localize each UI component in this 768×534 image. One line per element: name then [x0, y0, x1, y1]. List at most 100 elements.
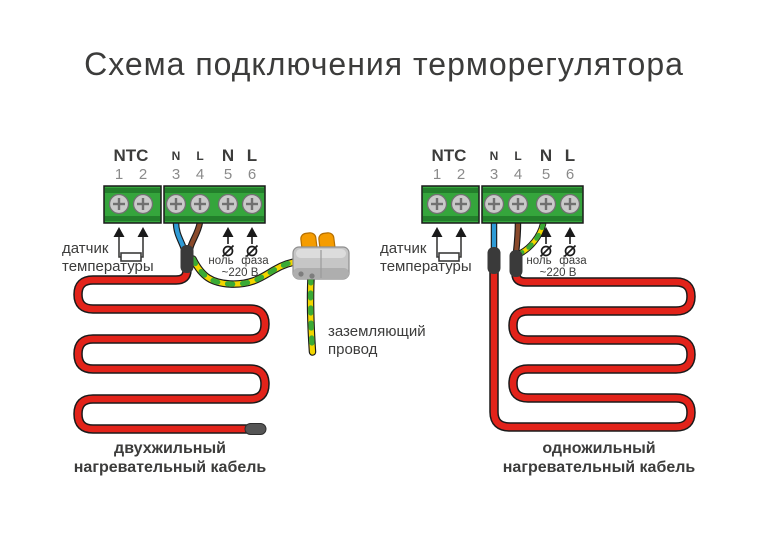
ground-wire-green-stripe	[518, 221, 546, 256]
terminal-block-right	[421, 185, 584, 224]
ground-wire-green-stripe	[308, 275, 316, 355]
block-band	[165, 188, 264, 193]
brown-wire	[513, 219, 521, 256]
voltage-label: ~220 В	[540, 267, 577, 279]
up-arrow-icon	[431, 227, 443, 237]
block-band	[105, 188, 160, 193]
ntc-label: NTC	[432, 146, 467, 165]
sensor-label-line2: температуры	[380, 258, 472, 275]
ground-wire-left	[189, 255, 303, 288]
junction-sleeve	[509, 250, 523, 277]
power-n-label: N	[540, 146, 552, 165]
ground-label-line1: заземляющий	[328, 323, 426, 340]
block-band	[423, 188, 478, 193]
screw-icon	[559, 193, 581, 215]
screw-icon	[426, 193, 448, 215]
terminal-number-1: 1	[115, 166, 123, 183]
phase-label: фаза	[241, 255, 269, 267]
screw-icon	[189, 193, 211, 215]
phase-label: фаза	[559, 255, 587, 267]
up-arrow-icon	[455, 227, 467, 237]
terminal-number-4: 4	[196, 166, 204, 183]
cold-lead-wires	[172, 218, 204, 253]
screw-icon	[165, 193, 187, 215]
left-cable-caption-line2: нагревательный кабель	[74, 459, 267, 476]
sensor-n-label: N	[490, 149, 499, 163]
ground-label-line2: провод	[328, 341, 378, 358]
terminal-block-left	[103, 185, 266, 224]
sensor-resistor-icon	[120, 252, 142, 262]
neutral-label: ноль	[208, 255, 233, 267]
wire-entry-hole	[309, 273, 315, 279]
wire-end-icon	[245, 244, 259, 258]
screw-icon	[535, 193, 557, 215]
screw-icon	[132, 193, 154, 215]
block-band	[483, 216, 582, 221]
wire-entry-hole	[298, 271, 304, 277]
ground-connector-group: заземляющий провод	[292, 232, 426, 358]
cable-end-cap	[244, 423, 267, 435]
right-cable-caption-line1: одножильный	[542, 440, 655, 457]
wire-end-icon	[221, 244, 235, 258]
terminal-number-3: 3	[172, 166, 180, 183]
block-band	[105, 216, 160, 221]
wire-end-icon	[539, 244, 553, 258]
screw-icon	[450, 193, 472, 215]
cold-lead-wires	[490, 218, 547, 257]
sensor-resistor-icon	[438, 252, 460, 262]
sensor-l-label: L	[196, 149, 203, 163]
ntc-label: NTC	[114, 146, 149, 165]
terminal-number-2: 2	[139, 166, 147, 183]
power-annotation-left: ноль фаза ~220 В	[208, 227, 269, 279]
screw-icon	[507, 193, 529, 215]
voltage-label: ~220 В	[222, 267, 259, 279]
sensor-label-line1: датчик	[380, 240, 427, 257]
up-arrow-icon	[246, 227, 258, 237]
up-arrow-icon	[113, 227, 125, 237]
junction-sleeve	[180, 245, 194, 273]
terminal-number-5: 5	[224, 166, 232, 183]
terminal-number-6: 6	[248, 166, 256, 183]
left-cable-caption-line1: двухжильный	[114, 440, 226, 457]
right-cable-caption-line2: нагревательный кабель	[503, 459, 696, 476]
up-arrow-icon	[540, 227, 552, 237]
power-l-label: L	[565, 146, 575, 165]
sensor-annotation-right: датчик температуры	[380, 227, 472, 275]
sensor-n-label: N	[172, 149, 181, 163]
block-band	[423, 216, 478, 221]
up-arrow-icon	[137, 227, 149, 237]
terminal-number-4: 4	[514, 166, 522, 183]
heating-cable-right	[489, 266, 696, 432]
ground-wire-green-stripe	[190, 256, 302, 287]
power-annotation-right: ноль фаза ~220 В	[526, 227, 587, 279]
wire-end-icon	[563, 244, 577, 258]
terminal-number-1: 1	[433, 166, 441, 183]
heating-cable-left-path	[74, 262, 269, 433]
left-diagram: NTC N L N L 1 2 3 4 5 6	[62, 146, 303, 476]
sensor-l-label: L	[514, 149, 521, 163]
terminal-number-3: 3	[490, 166, 498, 183]
ground-wire-down	[306, 274, 317, 356]
screw-icon	[217, 193, 239, 215]
junction-sleeve	[487, 247, 501, 274]
screw-icon	[483, 193, 505, 215]
terminal-number-6: 6	[566, 166, 574, 183]
sensor-label-line1: датчик	[62, 240, 109, 257]
terminal-number-2: 2	[457, 166, 465, 183]
power-l-label: L	[247, 146, 257, 165]
sensor-label-line2: температуры	[62, 258, 154, 275]
heating-cable-left	[73, 261, 270, 435]
screw-icon	[241, 193, 263, 215]
heating-cable-right-path	[490, 267, 695, 431]
screw-icon	[108, 193, 130, 215]
block-band	[483, 188, 582, 193]
terminal-number-5: 5	[542, 166, 550, 183]
power-n-label: N	[222, 146, 234, 165]
neutral-label: ноль	[526, 255, 551, 267]
up-arrow-icon	[222, 227, 234, 237]
page-title: Схема подключения терморегулятора	[84, 46, 684, 82]
block-band	[165, 216, 264, 221]
up-arrow-icon	[564, 227, 576, 237]
